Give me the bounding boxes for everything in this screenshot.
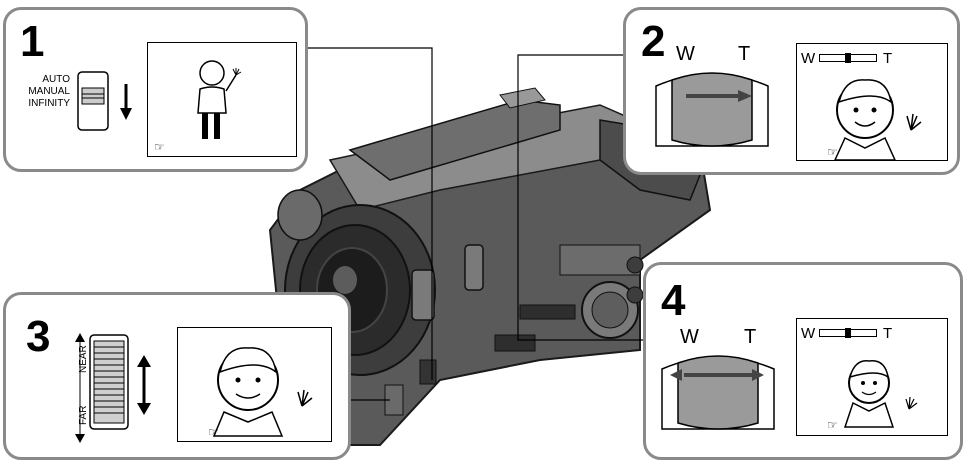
viewfinder-screen-4: W T ☞ (796, 318, 948, 436)
indicator-label-wide: W (801, 50, 816, 67)
viewfinder-screen-1: ☞ (147, 42, 297, 157)
person-face-icon (833, 79, 922, 161)
up-down-arrow-icon (137, 355, 151, 415)
panel-step-3: 3 NEAR FAR ☞ (3, 292, 351, 460)
panel-step-2: 2 W T W T ☞ (623, 7, 960, 175)
focus-hand-icon: ☞ (827, 145, 838, 159)
step-number: 2 (641, 17, 666, 66)
panel-step-4: 4 W T W T ☞ (643, 262, 963, 460)
down-arrow-icon (120, 84, 132, 120)
person-face-icon (843, 360, 918, 428)
indicator-label-tele: T (883, 50, 893, 67)
switch-label-infinity: INFINITY (28, 98, 70, 109)
panel-step-1: 1 AUTO MANUAL INFINITY ☞ (3, 7, 308, 172)
zoom-lever-icon (655, 72, 769, 147)
zoom-label-wide: W (676, 43, 695, 65)
person-figure-icon (197, 60, 242, 139)
focus-ring-direction-icon (75, 333, 85, 443)
step-number: 1 (20, 17, 45, 66)
step-number: 3 (26, 312, 51, 361)
focus-ring-icon (89, 334, 129, 430)
focus-hand-icon: ☞ (154, 140, 165, 154)
switch-label-auto: AUTO (42, 74, 70, 85)
zoom-lever-icon (661, 355, 775, 430)
person-face-icon (212, 347, 313, 437)
svg-text:☞: ☞ (827, 145, 838, 159)
zoom-label-wide: W (680, 326, 699, 348)
step-number: 4 (661, 276, 686, 325)
svg-text:☞: ☞ (827, 418, 838, 432)
zoom-label-tele: T (744, 326, 757, 348)
focus-switch-icon (77, 71, 109, 131)
zoom-indicator-marker (845, 328, 851, 338)
svg-text:☞: ☞ (154, 140, 165, 154)
viewfinder-screen-3: ☞ (177, 327, 332, 442)
focus-hand-icon: ☞ (208, 425, 219, 439)
viewfinder-screen-2: W T ☞ (796, 43, 948, 161)
indicator-label-tele: T (883, 325, 893, 342)
focus-hand-icon: ☞ (827, 418, 838, 432)
svg-text:☞: ☞ (208, 425, 219, 439)
switch-label-manual: MANUAL (28, 86, 70, 97)
zoom-indicator-marker (845, 53, 851, 63)
zoom-label-tele: T (738, 43, 751, 65)
indicator-label-wide: W (801, 325, 816, 342)
